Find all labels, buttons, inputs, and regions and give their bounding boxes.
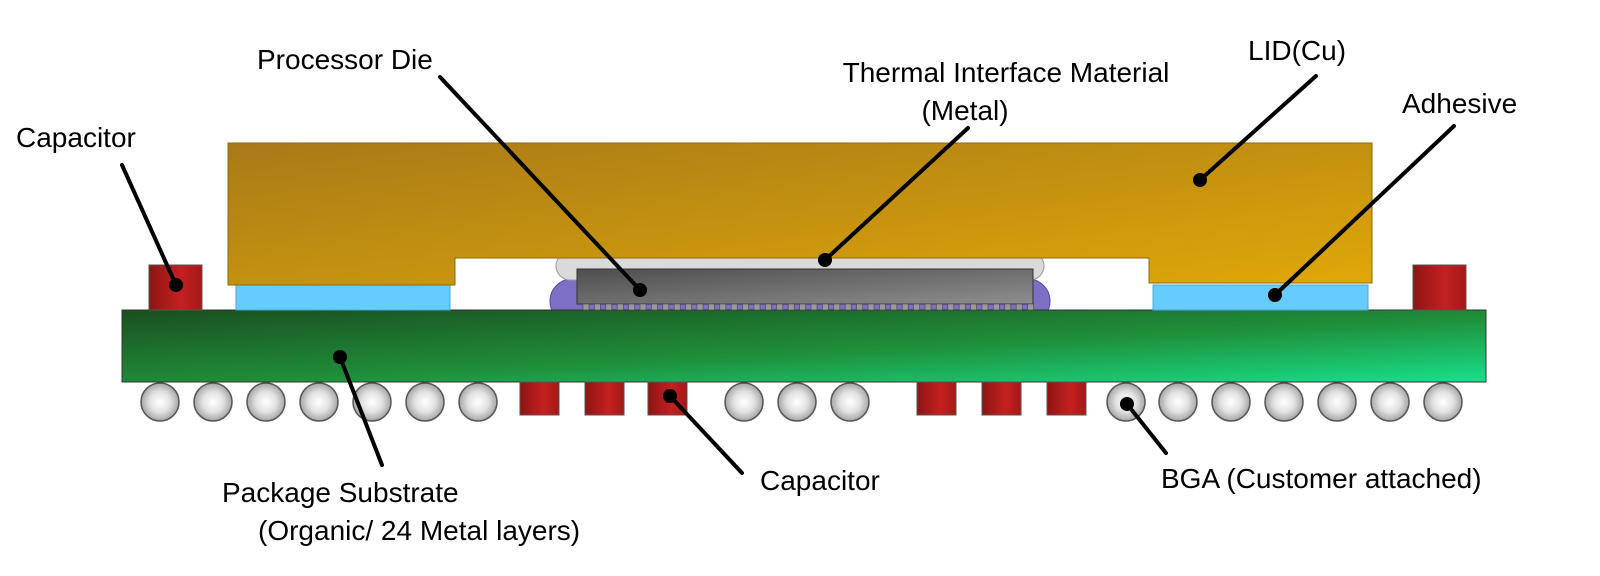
die-bump	[719, 303, 727, 311]
bga-solder-ball	[193, 382, 233, 422]
processor-die	[576, 268, 1034, 305]
adhesive-right	[1152, 284, 1369, 311]
die-bump	[651, 303, 658, 311]
bga-solder-ball	[777, 382, 817, 422]
bga-solder-ball	[299, 382, 339, 422]
die-bump	[1015, 303, 1023, 311]
bga-solder-ball	[458, 382, 498, 422]
die-bump	[685, 303, 692, 311]
leader-substrate	[338, 355, 384, 467]
bga-solder-ball	[1264, 382, 1304, 422]
die-bump	[787, 303, 795, 311]
bga-solder-ball	[1211, 382, 1251, 422]
die-bump	[947, 303, 955, 311]
bga-solder-ball	[246, 382, 286, 422]
label-substrate-line2: (Organic/ 24 Metal layers)	[258, 515, 580, 546]
die-bump	[765, 303, 772, 311]
die-bump	[993, 303, 1000, 311]
die-bump	[639, 303, 647, 311]
bga-solder-ball	[1158, 382, 1198, 422]
leader-dot	[663, 389, 677, 403]
bga-solder-ball	[724, 382, 764, 422]
die-bump	[673, 303, 681, 311]
capacitor-bottom	[981, 381, 1022, 416]
bga-solder-ball	[405, 382, 445, 422]
die-bump	[822, 303, 829, 311]
label-substrate-line1: Package Substrate	[222, 477, 459, 508]
adhesive-left	[235, 284, 451, 311]
leader-dot	[1268, 288, 1282, 302]
die-bump	[936, 303, 943, 311]
die-bump	[799, 303, 806, 311]
die-bump	[879, 303, 886, 311]
die-bump	[1004, 303, 1012, 311]
die-bump	[913, 303, 920, 311]
leader-dot	[818, 253, 832, 267]
die-bump	[924, 303, 932, 311]
die-bump	[867, 303, 875, 311]
leader-capacitor-bottom	[668, 394, 744, 475]
leader-lid	[1198, 74, 1318, 182]
lid-copper	[227, 142, 1373, 286]
die-bump	[856, 303, 863, 311]
bottom-capacitors	[519, 381, 1087, 416]
bga-solder-ball	[1317, 382, 1357, 422]
capacitor-bottom	[1046, 381, 1087, 416]
bga-solder-ball	[1370, 382, 1410, 422]
leader-lines	[120, 74, 1456, 475]
die-bump	[742, 303, 749, 311]
label-tim-line2: (Metal)	[921, 95, 1008, 126]
die-bump	[833, 303, 841, 311]
label-capacitor-bottom: Capacitor	[760, 465, 880, 496]
die-bump	[708, 303, 715, 311]
capacitor-top-right	[1412, 264, 1467, 311]
label-capacitor-left: Capacitor	[16, 122, 136, 153]
die-bump	[981, 303, 989, 311]
leader-processor-die	[438, 75, 642, 292]
die-bump	[810, 303, 818, 311]
label-tim-line1: Thermal Interface Material	[843, 57, 1170, 88]
leader-dot	[1193, 173, 1207, 187]
bga-solder-ball	[140, 382, 180, 422]
leader-capacitor-left	[120, 163, 178, 287]
package-substrate	[121, 309, 1487, 383]
label-bga: BGA (Customer attached)	[1161, 463, 1482, 494]
die-bump	[958, 303, 966, 311]
label-lid: LID(Cu)	[1248, 35, 1346, 66]
capacitor-bottom	[519, 381, 560, 416]
bga-solder-balls	[140, 382, 1463, 422]
leader-tim	[823, 126, 970, 262]
die-bump	[753, 303, 761, 311]
die-bump	[605, 303, 613, 311]
die-bump	[970, 303, 977, 311]
die-bump	[844, 303, 852, 311]
bga-solder-ball	[830, 382, 870, 422]
label-processor-die: Processor Die	[257, 44, 433, 75]
label-adhesive: Adhesive	[1402, 88, 1517, 119]
capacitor-bottom	[584, 381, 625, 416]
die-bump	[776, 303, 784, 311]
die-bump	[890, 303, 898, 311]
bga-solder-ball	[1423, 382, 1463, 422]
die-bump	[616, 303, 624, 311]
die-bump	[662, 303, 670, 311]
leader-adhesive	[1273, 124, 1456, 297]
leader-bga	[1125, 402, 1168, 455]
die-bump	[901, 303, 909, 311]
die-bump	[730, 303, 738, 311]
leader-dot	[633, 283, 647, 297]
die-bump	[696, 303, 704, 311]
die-bump	[1027, 303, 1034, 311]
die-bump	[582, 303, 590, 311]
leader-dot	[1120, 397, 1134, 411]
labels: Processor Die Thermal Interface Material…	[16, 35, 1517, 546]
die-bumps	[582, 303, 1034, 311]
leader-dot	[169, 278, 183, 292]
leader-dot	[333, 350, 347, 364]
capacitor-bottom	[916, 381, 957, 416]
die-bump	[594, 303, 601, 311]
die-bump	[628, 303, 635, 311]
